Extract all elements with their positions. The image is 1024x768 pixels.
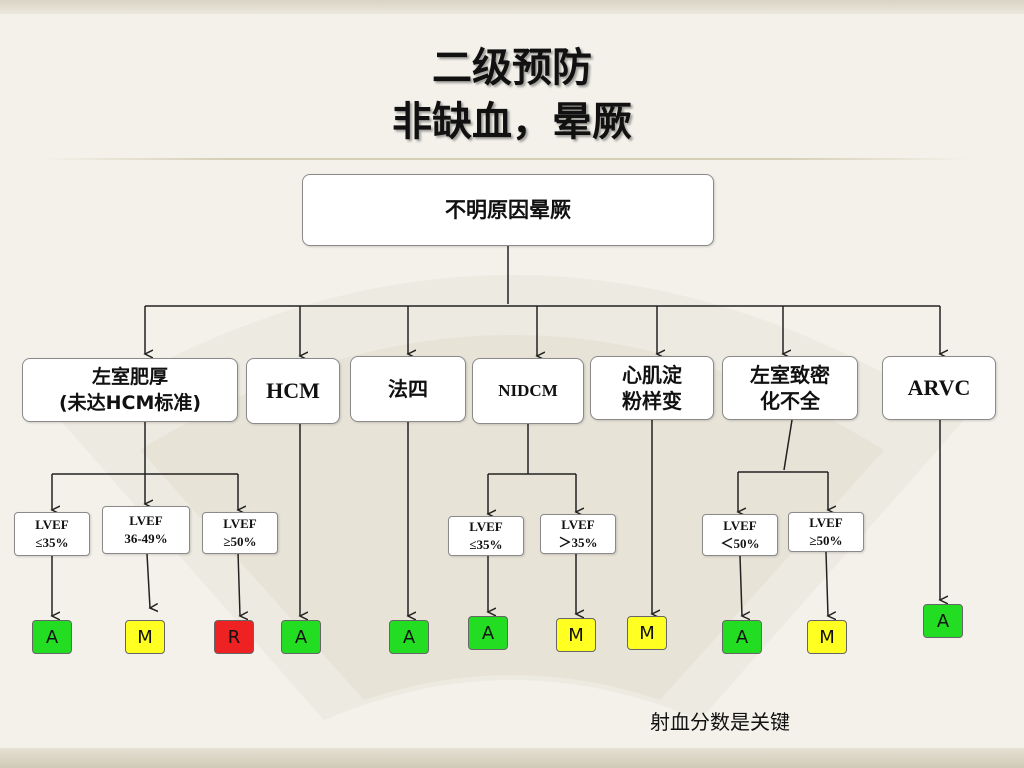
recommendation-badge: A <box>923 604 963 638</box>
root-box-unexplained-syncope: 不明原因晕厥 <box>302 174 714 246</box>
box-tof: 法四 <box>350 356 466 422</box>
recommendation-badge: A <box>32 620 72 654</box>
lvef-box-nidcm-gt35: LVEF ＞35% <box>540 514 616 554</box>
box-arvc: ARVC <box>882 356 996 420</box>
recommendation-badge: A <box>722 620 762 654</box>
title-separator <box>40 158 970 160</box>
box-nidcm: NIDCM <box>472 358 584 424</box>
recommendation-badge: M <box>807 620 847 654</box>
recommendation-badge: M <box>556 618 596 652</box>
recommendation-badge: A <box>389 620 429 654</box>
box-cardiac-amyloidosis: 心肌淀 粉样变 <box>590 356 714 420</box>
lvef-box-lvh-ge50: LVEF ≥50% <box>202 512 278 554</box>
bottom-band <box>0 748 1024 768</box>
footnote: 射血分数是关键 <box>650 710 790 734</box>
box-lvnc: 左室致密 化不全 <box>722 356 858 420</box>
recommendation-badge: A <box>281 620 321 654</box>
lvef-box-lvh-le35: LVEF ≤35% <box>14 512 90 556</box>
box-hcm: HCM <box>246 358 340 424</box>
lvef-box-nidcm-le35: LVEF ≤35% <box>448 516 524 556</box>
recommendation-badge: A <box>468 616 508 650</box>
box-lvh: 左室肥厚 (未达HCM标准) <box>22 358 238 422</box>
recommendation-badge: M <box>125 620 165 654</box>
lvef-box-lvnc-lt50: LVEF ＜50% <box>702 514 778 556</box>
top-band <box>0 0 1024 14</box>
lvef-box-lvnc-ge50: LVEF ≥50% <box>788 512 864 552</box>
lvef-box-lvh-36-49: LVEF 36-49% <box>102 506 190 554</box>
slide-title-line2: 非缺血，晕厥 <box>392 99 632 145</box>
slide-title-line1: 二级预防 <box>432 45 592 91</box>
recommendation-badge: R <box>214 620 254 654</box>
recommendation-badge: M <box>627 616 667 650</box>
